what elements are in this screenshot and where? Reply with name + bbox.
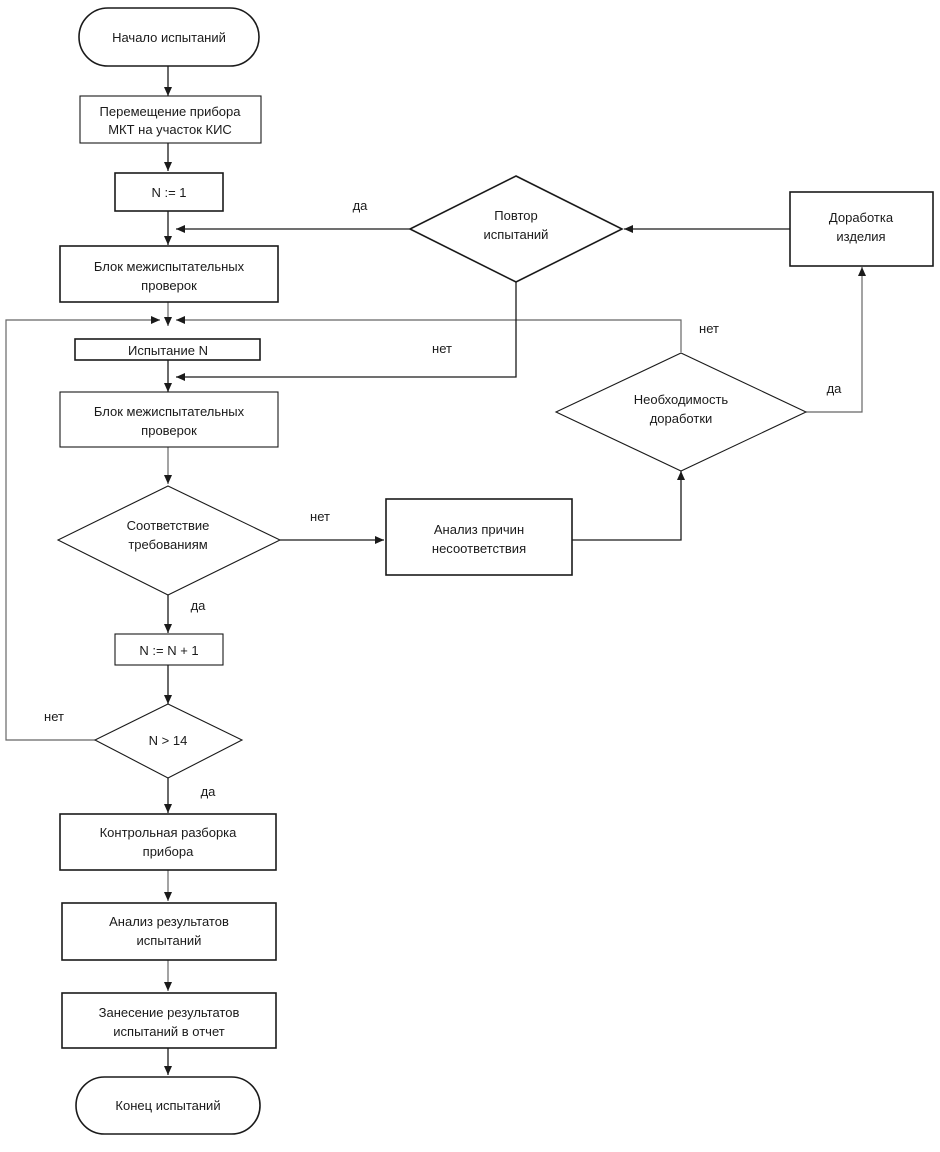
label-compliance-yes: да	[191, 598, 207, 613]
compliance-line-2: требованиям	[128, 537, 207, 552]
edge-repeat-no	[176, 282, 517, 381]
disassembly-process: Контрольная разборка прибора	[59, 813, 277, 871]
edge-labels: да нет нет да нет да нет да	[44, 198, 842, 799]
edges	[5, 66, 866, 1075]
label-n-check-yes: да	[201, 784, 217, 799]
need-rework-line-1: Необходимость	[634, 392, 729, 407]
need-rework-line-2: доработки	[650, 411, 713, 426]
edge-ncheck-no-loop	[5, 316, 160, 741]
inter-checks-2-line-2: проверок	[141, 423, 197, 438]
compliance-line-1: Соответствие	[127, 518, 210, 533]
n-increment-process: N := N + 1	[114, 633, 224, 666]
label-rework-yes: да	[827, 381, 843, 396]
test-n-process: Испытание N	[74, 338, 261, 361]
repeat-tests-decision: Повтор испытаний	[408, 175, 624, 283]
report-line-2: испытаний в отчет	[113, 1024, 224, 1039]
repeat-tests-line-1: Повтор	[494, 208, 537, 223]
rework-process: Доработка изделия	[789, 191, 934, 267]
test-n-label: Испытание N	[128, 343, 208, 358]
inter-checks-1-line-1: Блок межиспытательных	[94, 259, 245, 274]
start-terminal: Начало испытаний	[78, 7, 260, 67]
label-compliance-no: нет	[310, 509, 330, 524]
label-repeat-no: нет	[432, 341, 452, 356]
report-line-1: Занесение результатов	[99, 1005, 240, 1020]
move-device-line-1: Перемещение прибора	[100, 104, 242, 119]
cause-analysis-process: Анализ причин несоответствия	[385, 498, 573, 576]
inter-checks-1-line-2: проверок	[141, 278, 197, 293]
cause-analysis-line-2: несоответствия	[432, 541, 526, 556]
edge-need-rework-yes	[806, 267, 866, 413]
inter-checks-1-process: Блок межиспытательных проверок	[59, 245, 279, 303]
label-rework-no: нет	[699, 321, 719, 336]
cause-analysis-line-1: Анализ причин	[434, 522, 524, 537]
start-label: Начало испытаний	[112, 30, 226, 45]
edge-need-rework-no	[176, 316, 682, 352]
move-device-process: Перемещение прибора МКТ на участок КИС	[79, 95, 262, 144]
inter-checks-2-process: Блок межиспытательных проверок	[59, 391, 279, 448]
inter-checks-2-line-1: Блок межиспытательных	[94, 404, 245, 419]
disassembly-line-2: прибора	[143, 844, 194, 859]
need-rework-decision: Необходимость доработки	[554, 352, 808, 472]
rework-line-1: Доработка	[829, 210, 894, 225]
n-init-process: N := 1	[114, 172, 224, 212]
disassembly-line-1: Контрольная разборка	[100, 825, 238, 840]
label-repeat-yes: да	[353, 198, 369, 213]
n-check-decision: N > 14	[93, 703, 244, 779]
report-process: Занесение результатов испытаний в отчет	[61, 992, 277, 1049]
n-increment-label: N := N + 1	[139, 643, 198, 658]
end-terminal: Конец испытаний	[75, 1076, 261, 1135]
repeat-tests-line-2: испытаний	[484, 227, 549, 242]
n-check-label: N > 14	[149, 733, 188, 748]
compliance-decision: Соответствие требованиям	[56, 485, 282, 596]
results-analysis-line-1: Анализ результатов	[109, 914, 229, 929]
results-analysis-line-2: испытаний	[137, 933, 202, 948]
edge-analysis-to-need-rework	[572, 471, 685, 541]
end-label: Конец испытаний	[115, 1098, 220, 1113]
n-init-label: N := 1	[151, 185, 186, 200]
rework-line-2: изделия	[836, 229, 885, 244]
results-analysis-process: Анализ результатов испытаний	[61, 902, 277, 961]
move-device-line-2: МКТ на участок КИС	[108, 122, 232, 137]
label-n-check-no: нет	[44, 709, 64, 724]
